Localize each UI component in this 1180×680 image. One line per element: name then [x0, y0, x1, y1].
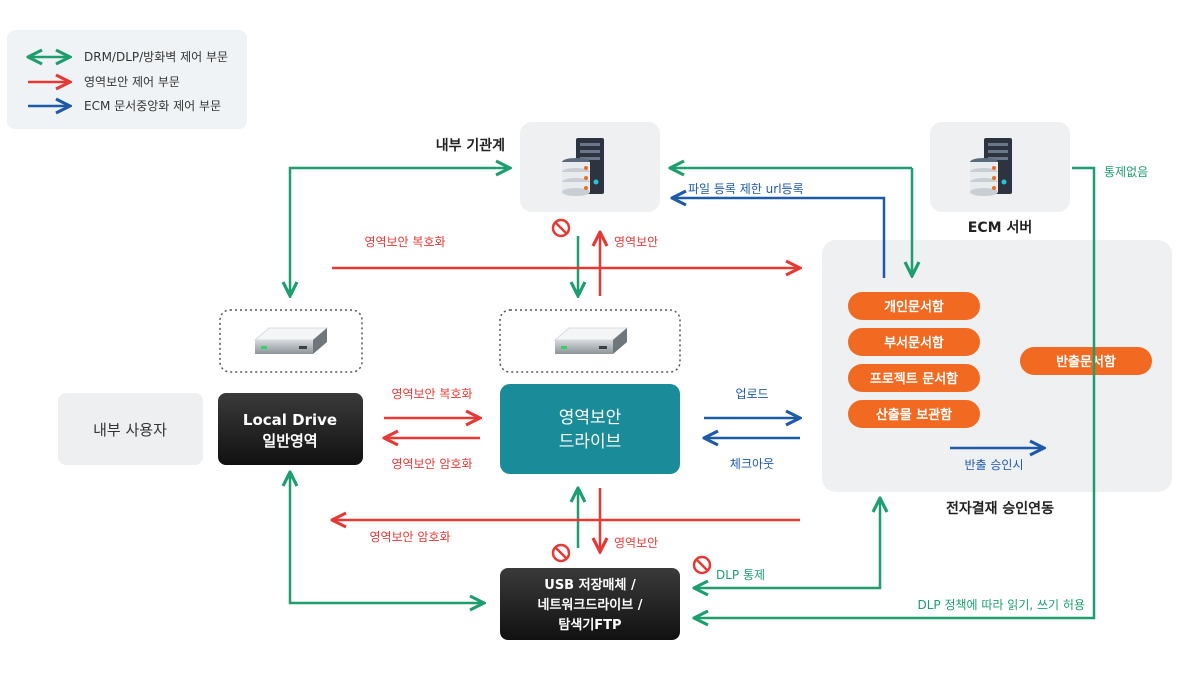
internal-user-node[interactable]: 내부 사용자 — [58, 393, 203, 465]
internal-user-label: 내부 사용자 — [93, 421, 167, 439]
no-entry-icon — [551, 218, 571, 238]
folder-output-label: 산출물 보관함 — [876, 407, 952, 423]
decrypt-top-label: 영역보안 복호화 — [364, 235, 445, 249]
local-drive-label-1: Local Drive — [243, 411, 337, 429]
secure-drive-label-2: 드라이브 — [559, 432, 622, 452]
folder-export-label: 반출문서함 — [1056, 354, 1116, 370]
upload-label: 업로드 — [735, 387, 768, 401]
folder-personal[interactable]: 개인문서함 — [848, 292, 980, 320]
local-drive-node[interactable]: Local Drive 일반영역 — [218, 393, 363, 465]
folder-output[interactable]: 산출물 보관함 — [848, 400, 980, 428]
usb-label-2: 네트워크드라이브 / — [538, 597, 643, 613]
secure-drive-label-1: 영역보안 — [559, 408, 622, 428]
local-disk-box — [219, 309, 363, 373]
export-approval-label: 반출 승인시 — [964, 458, 1023, 472]
folder-export[interactable]: 반출문서함 — [1020, 347, 1152, 375]
encrypt-bottom-label: 영역보안 암호화 — [369, 530, 450, 544]
url-registration-label: 파일 등록 제한 url등록 — [688, 182, 804, 196]
arrow-local-usb — [290, 472, 484, 603]
folder-department[interactable]: 부서문서함 — [848, 328, 980, 356]
dlp-policy-label: DLP 정책에 따라 읽기, 쓰기 허용 — [918, 597, 1086, 612]
arrow-local-internal — [290, 168, 510, 296]
usb-node[interactable]: USB 저장매체 / 네트워크드라이브 / 탐색기FTP — [500, 568, 680, 640]
arrow-url-registration — [672, 198, 886, 278]
secure-disk-icon — [554, 327, 628, 355]
secure-drive-node[interactable]: 영역보안 드라이브 — [500, 384, 680, 474]
secure-up-label: 영역보안 — [614, 235, 658, 249]
folder-project-label: 프로젝트 문서함 — [870, 371, 958, 387]
legend: DRM/DLP/방화벽 제어 부문 영역보안 제어 부문 ECM 문서중앙화 제… — [7, 30, 247, 129]
folder-department-label: 부서문서함 — [884, 335, 944, 351]
local-disk-icon — [254, 327, 328, 355]
secure-disk-box — [499, 309, 681, 373]
encrypt-mid-label: 영역보안 암호화 — [391, 457, 472, 471]
checkout-label: 체크아웃 — [730, 457, 774, 471]
arrow-usb-approval — [694, 498, 880, 588]
arrow-dlp-policy — [694, 166, 1096, 618]
legend-label-drm: DRM/DLP/방화벽 제어 부문 — [84, 50, 228, 64]
dlp-control-label: DLP 통제 — [716, 568, 765, 582]
no-control-label: 통제없음 — [1104, 165, 1148, 179]
internal-system-label: 내부 기관계 — [436, 137, 505, 154]
approval-group-label: 전자결재 승인연동 — [946, 500, 1054, 517]
local-drive-label-2: 일반영역 — [262, 432, 317, 450]
legend-label-ecm: ECM 문서중앙화 제어 부문 — [84, 99, 221, 113]
no-entry-icon — [551, 543, 571, 563]
usb-label-3: 탐색기FTP — [558, 617, 621, 633]
legend-label-secure: 영역보안 제어 부문 — [84, 75, 180, 89]
usb-label-1: USB 저장매체 / — [544, 577, 636, 593]
no-entry-icon — [692, 555, 712, 575]
folder-personal-label: 개인문서함 — [884, 299, 944, 315]
ecm-server-label: ECM 서버 — [968, 219, 1032, 236]
decrypt-mid-label: 영역보안 복호화 — [391, 387, 472, 401]
folder-project[interactable]: 프로젝트 문서함 — [848, 364, 980, 392]
secure-down-label: 영역보안 — [614, 536, 658, 550]
